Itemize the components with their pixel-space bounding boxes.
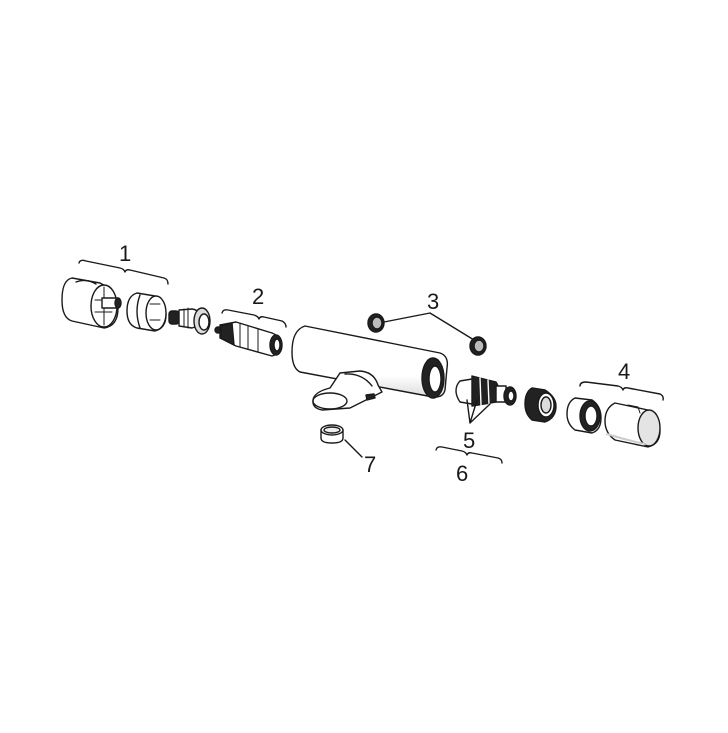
bracket-6 (435, 446, 503, 464)
thermostatic-cartridge-part (214, 321, 283, 357)
bracket-4 (579, 381, 664, 401)
union-nut-part (524, 387, 557, 423)
leader-5 (466, 399, 491, 424)
label-7: 7 (364, 452, 377, 477)
mixer-body-part (291, 325, 449, 411)
washer-left-part (367, 313, 385, 333)
check-valve-part (455, 375, 517, 407)
leader-3 (383, 312, 475, 341)
label-4: 4 (618, 359, 631, 384)
label-5: 5 (463, 428, 476, 453)
bracket-1 (78, 259, 169, 285)
spindle-part (168, 307, 211, 335)
label-2: 2 (252, 284, 265, 309)
adapter-ring-part (126, 292, 167, 332)
label-3: 3 (427, 289, 440, 314)
label-6: 6 (456, 461, 469, 486)
retaining-ring-part (566, 397, 602, 434)
washer-right-part (469, 336, 487, 356)
aerator-part (320, 424, 344, 444)
label-1: 1 (119, 241, 132, 266)
end-cap-part (604, 402, 661, 448)
bracket-2 (221, 309, 287, 328)
leader-7 (344, 439, 363, 458)
handle-cap-part (61, 277, 122, 329)
